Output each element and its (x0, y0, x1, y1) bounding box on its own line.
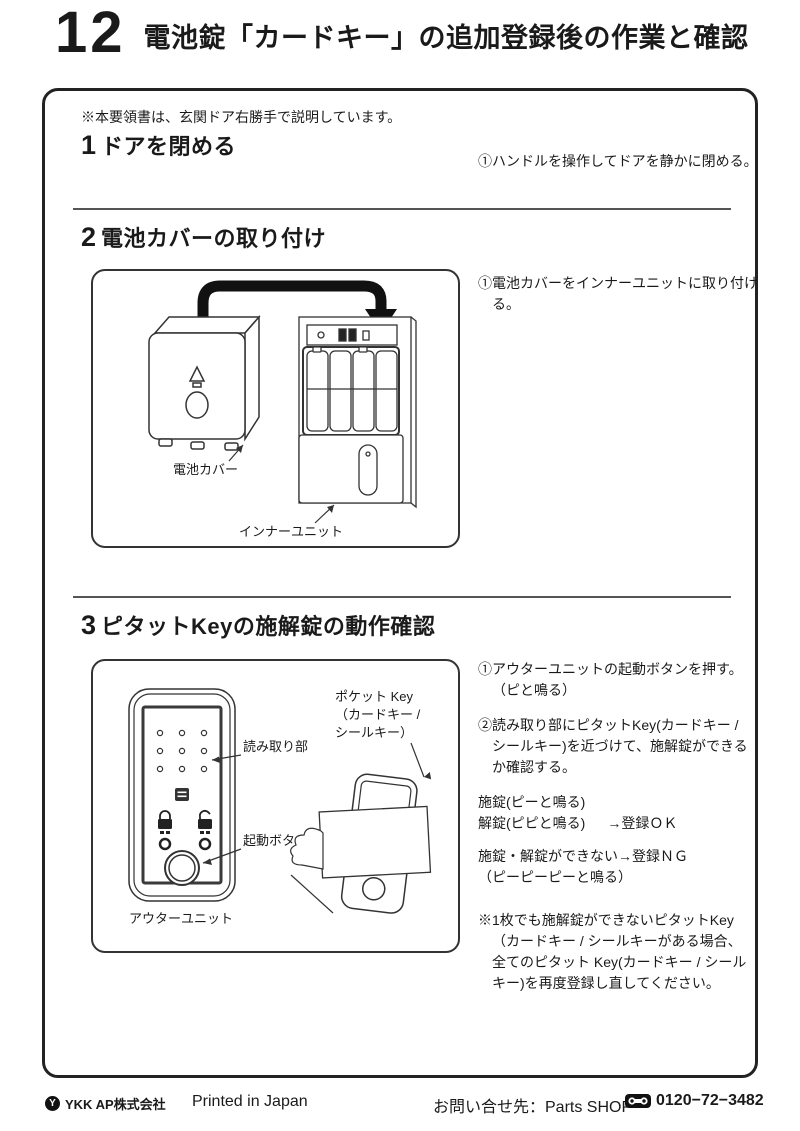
lock-closed-icon (158, 810, 172, 834)
brand-mark (175, 788, 189, 801)
section1-instruction: ①ハンドルを操作してドアを静かに閉める。 (478, 153, 758, 169)
pocket-key-label-1: ポケット Key (335, 689, 414, 704)
pocket-key-label-3: シールキー） (335, 725, 413, 740)
phone-number: 0120−72−3482 (656, 1092, 764, 1109)
printed-in-japan: Printed in Japan (192, 1093, 308, 1110)
section3-title: ピタットKeyの施解錠の動作確認 (101, 614, 436, 639)
battery-cover-diagram: 電池カバー (91, 269, 460, 548)
battery-cover-art (148, 315, 261, 451)
outer-unit-label: アウターユニット (129, 911, 233, 926)
reader-label: 読み取り部 (243, 739, 308, 754)
pocket-key-pointer (410, 742, 425, 778)
start-button-label: 起動ボタン (243, 833, 308, 848)
transfer-arrow (197, 280, 387, 325)
page-title: 電池錠「カードキー」の追加登録後の作業と確認 (143, 23, 749, 53)
wrist-line (290, 874, 334, 914)
ykk-logo-icon: Y (45, 1096, 60, 1111)
section3-note: ※1枚でも施解錠ができないピタットKey（カードキー / シールキーがある場合、… (478, 912, 747, 991)
section2-number: 2 (81, 222, 97, 252)
section1-number: 1 (81, 130, 97, 160)
outer-unit-art (128, 688, 236, 902)
battery-cover-diagram-art: 電池カバー (148, 280, 417, 539)
result-ok-arrow: →登録ＯＫ (607, 815, 678, 831)
section3-step2: ②読み取り部にピタットKey(カードキー / シールキー)を近づけて、施解錠がで… (478, 717, 748, 775)
section2-instruction: ①電池カバーをインナーユニットに取り付ける。 (478, 275, 758, 312)
start-button-inner (168, 854, 196, 882)
contact-info: お問い合せ先：Parts SHOP (433, 1099, 633, 1116)
freedial-icon (625, 1094, 651, 1108)
section-divider-1 (73, 208, 731, 210)
page-header: 12 電池錠「カードキー」の追加登録後の作業と確認 (55, 4, 749, 62)
inner-unit-label: インナーユニット (239, 524, 343, 539)
inner-unit-art (298, 316, 417, 509)
chapter-number: 12 (55, 0, 126, 65)
section2-title: 電池カバーの取り付け (101, 226, 327, 251)
result-ok-block: 施錠(ピーと鳴る) 解錠(ピピと鳴る) →登録ＯＫ (478, 792, 752, 834)
hand-art (290, 827, 324, 870)
section2-heading: 2 電池カバーの取り付け (81, 221, 326, 253)
pocket-key-device-art (290, 773, 432, 914)
unlock-led (198, 837, 212, 851)
result-ng-line1: 施錠・解錠ができない →登録ＮＧ (478, 846, 752, 867)
lock-open-icon (198, 810, 212, 834)
inner-unit-pointer-head (327, 505, 334, 513)
card-key-art (318, 805, 432, 879)
section3-number: 3 (81, 610, 97, 640)
operation-check-diagram-art: 読み取り部 起動ボタン アウターユニット ポケット Key （カードキー / シ… (128, 688, 432, 926)
section1-title: ドアを閉める (101, 134, 237, 159)
result-ok-line1: 施錠(ピーと鳴る) (478, 794, 586, 810)
section3-heading: 3 ピタットKeyの施解錠の動作確認 (81, 609, 435, 641)
result-ng-line2: （ピーピーピーと鳴る） (478, 869, 632, 885)
result-ok-line2: 解錠(ピピと鳴る) →登録ＯＫ (478, 813, 752, 834)
result-ng-block: 施錠・解錠ができない →登録ＮＧ （ピーピーピーと鳴る） (478, 846, 752, 888)
company: Y YKK AP株式会社 (45, 1094, 166, 1113)
phone-block: 0120−72−3482 (625, 1092, 764, 1110)
reader-pointer-head (212, 756, 220, 763)
reader-dots (156, 729, 208, 773)
pocket-key-label-2: （カードキー / (335, 707, 421, 722)
section3-step1: ①アウターユニットの起動ボタンを押す。 （ピと鳴る） (478, 661, 743, 698)
pocket-key-pointer-head (424, 772, 432, 780)
page-footer: Y YKK AP株式会社 Printed in Japan お問い合せ先：Par… (0, 1088, 800, 1122)
section3-instructions: ①アウターユニットの起動ボタンを押す。 （ピと鳴る） ②読み取り部にピタットKe… (478, 659, 752, 994)
result-ng-arrow: →登録ＮＧ (618, 848, 688, 864)
start-button-pointer-head (203, 858, 212, 865)
general-note: ※本要領書は、玄関ドア右勝手で説明しています。 (81, 109, 402, 125)
content-frame: ※本要領書は、玄関ドア右勝手で説明しています。 1 ドアを閉める ①ハンドルを操… (42, 88, 758, 1078)
battery-cover-label: 電池カバー (173, 462, 238, 477)
battery-cover-pointer-head (236, 445, 243, 453)
section-divider-2 (73, 596, 731, 598)
section1-heading: 1 ドアを閉める (81, 129, 236, 161)
operation-check-diagram: 読み取り部 起動ボタン アウターユニット ポケット Key （カードキー / シ… (91, 659, 460, 953)
lock-led (158, 837, 172, 851)
company-name: YKK AP株式会社 (65, 1097, 166, 1112)
